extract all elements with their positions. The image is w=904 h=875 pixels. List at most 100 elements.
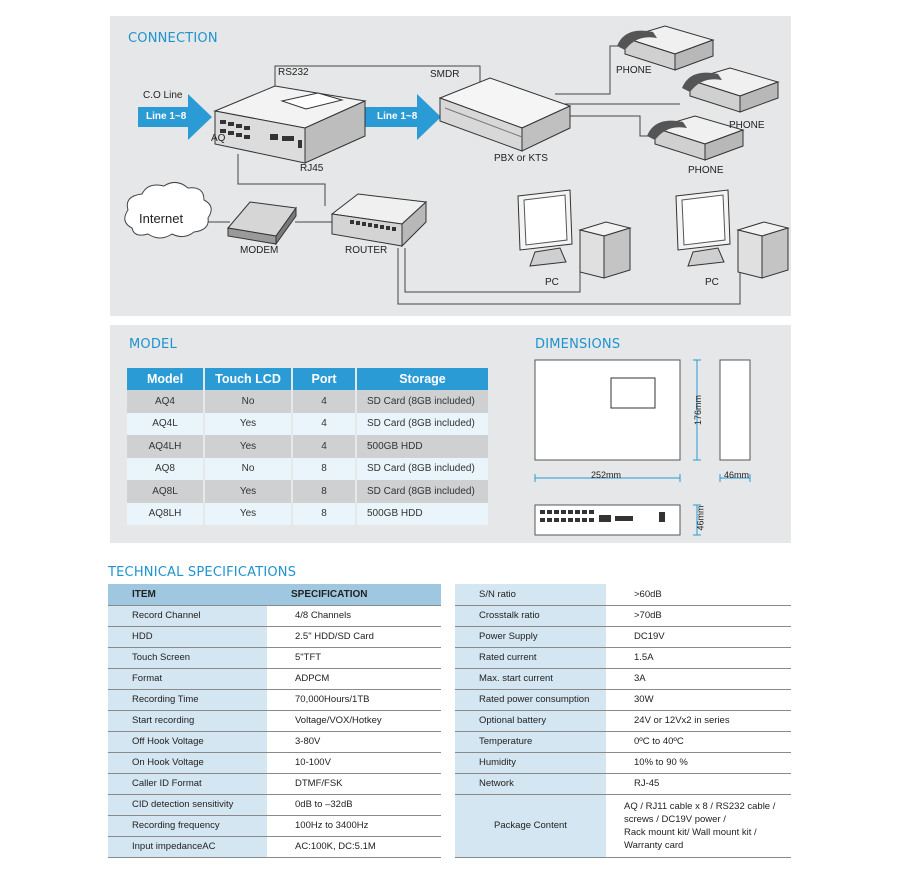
spec-value: 2.5" HDD/SD Card (267, 626, 441, 648)
model-cell: No (204, 390, 293, 413)
spec-key: Off Hook Voltage (108, 731, 267, 753)
spec-value: >70dB (606, 605, 791, 627)
model-cell: SD Card (8GB included) (356, 390, 490, 413)
aq-router-wire (237, 154, 326, 206)
model-cell: No (204, 457, 293, 480)
spec-table-right: S/N ratio>60dB Crosstalk ratio>70dB Powe… (455, 584, 791, 858)
spec-value: 5"TFT (267, 647, 441, 669)
model-cell: SD Card (8GB included) (356, 457, 490, 480)
spec-key: Record Channel (108, 605, 267, 627)
spec-key: On Hook Voltage (108, 752, 267, 774)
spec-key: Network (455, 773, 606, 795)
pc-label-1: PC (545, 277, 559, 288)
router-label: ROUTER (345, 245, 388, 256)
line-out-label: Line 1~8 (377, 111, 418, 122)
model-cell: 8 (292, 502, 357, 525)
pc-icon-2 (675, 189, 790, 279)
spec-header-cell: ITEM (108, 584, 267, 606)
model-header-cell: Touch LCD (204, 368, 293, 390)
dimensions-title: DIMENSIONS (535, 337, 621, 352)
phone-icon-3 (647, 115, 745, 161)
spec-value: DC19V (606, 626, 791, 648)
spec-value: 70,000Hours/1TB (267, 689, 441, 711)
phone-icon-2 (682, 67, 780, 113)
spec-key: Touch Screen (108, 647, 267, 669)
model-table-header: Model Touch LCD Port Storage (127, 368, 490, 390)
spec-key: Caller ID Format (108, 773, 267, 795)
package-line: Rack mount kit/ Wall mount kit / (624, 826, 757, 838)
spec-header-cell: SPECIFICATION (267, 584, 441, 606)
table-row: AQ4L Yes 4 SD Card (8GB included) (127, 412, 490, 435)
dim-side-height-label: 46mm (724, 470, 750, 480)
spec-key: Temperature (455, 731, 606, 753)
table-row: Package Content AQ / RJ11 cable x 8 / RS… (455, 794, 791, 858)
model-cell: SD Card (8GB included) (356, 480, 490, 503)
connection-title: CONNECTION (128, 31, 218, 46)
table-row: AQ4LH Yes 4 500GB HDD (127, 435, 490, 458)
model-cell: AQ4L (127, 412, 205, 435)
phone-label-1: PHONE (616, 65, 652, 76)
model-cell: AQ8 (127, 457, 205, 480)
spec-value: 1.5A (606, 647, 791, 669)
spec-value: Voltage/VOX/Hotkey (267, 710, 441, 732)
spec-value: 24V or 12Vx2 in series (606, 710, 791, 732)
model-cell: Yes (204, 412, 293, 435)
spec-key: Input impedanceAC (108, 836, 267, 858)
pbx-phone1-wire (555, 45, 625, 95)
spec-key: S/N ratio (455, 584, 606, 606)
co-line-label: C.O Line (143, 90, 183, 101)
spec-value: 100Hz to 3400Hz (267, 815, 441, 837)
spec-value: AC:100K, DC:5.1M (267, 836, 441, 858)
package-line: AQ / RJ11 cable x 8 / RS232 cable / (624, 800, 776, 812)
top-view-screen (610, 377, 656, 409)
spec-key: Recording Time (108, 689, 267, 711)
rs232-smdr-wire (274, 65, 481, 91)
spec-key: Recording frequency (108, 815, 267, 837)
dim-depth-label: 176mm (693, 394, 704, 426)
table-row: AQ4 No 4 SD Card (8GB included) (127, 390, 490, 413)
model-title: MODEL (129, 337, 177, 352)
pc-icon-1 (517, 189, 632, 279)
spec-key: Crosstalk ratio (455, 605, 606, 627)
package-line: Warranty card (624, 839, 684, 851)
internet-cloud-icon (124, 182, 212, 239)
model-cell: 8 (292, 480, 357, 503)
table-row: S/N ratio>60dB (455, 584, 791, 606)
phone-label-3: PHONE (688, 165, 724, 176)
model-cell: Yes (204, 502, 293, 525)
line-in-label: Line 1~8 (146, 111, 187, 122)
spec-key: Start recording (108, 710, 267, 732)
spec-value: 4/8 Channels (267, 605, 441, 627)
table-row: Crosstalk ratio>70dB (455, 605, 791, 627)
side-view-outline (719, 359, 751, 461)
spec-key: Rated current (455, 647, 606, 669)
rs232-label: RS232 (278, 67, 309, 78)
model-cell: SD Card (8GB included) (356, 412, 490, 435)
spec-value: RJ-45 (606, 773, 791, 795)
spec-key: Format (108, 668, 267, 690)
router-pc2-wire (397, 248, 741, 305)
spec-value: 3-80V (267, 731, 441, 753)
model-table: Model Touch LCD Port Storage AQ4 No 4 SD… (127, 368, 490, 525)
spec-key: CID detection sensitivity (108, 794, 267, 816)
model-cell: 4 (292, 390, 357, 413)
model-header-cell: Port (292, 368, 357, 390)
model-cell: AQ4LH (127, 435, 205, 458)
model-cell: 500GB HDD (356, 435, 490, 458)
line-in-arrow-icon (138, 94, 212, 140)
spec-key: Package Content (455, 794, 606, 858)
